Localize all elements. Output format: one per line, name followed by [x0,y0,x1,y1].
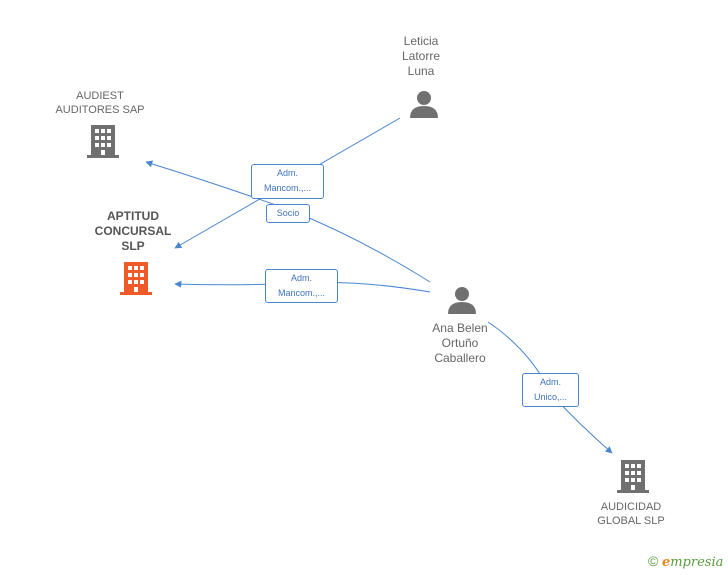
copyright-symbol: © [648,553,659,569]
company-node-aptitud[interactable] [119,261,153,295]
company-label-aptitud: APTITUD CONCURSAL SLP [94,209,172,253]
company-node-audiest[interactable] [86,124,120,158]
building-icon [87,125,119,158]
person-label-ana: Ana Belen Ortuño Caballero [432,321,488,365]
edge-label-ana-aptitud[interactable]: Adm. Mancom.,... [265,269,338,303]
edge-label-ana-audiest[interactable]: Socio [266,204,310,223]
edge-label-leticia-aptitud[interactable]: Adm. Mancom.,... [251,164,324,199]
brand-name: mpresia [670,555,724,570]
company-label-audicidad: AUDICIDAD GLOBAL SLP [597,501,665,527]
company-node-audicidad[interactable] [616,459,650,493]
company-label-audiest: AUDIEST AUDITORES SAP [55,90,145,116]
building-icon [617,460,649,493]
person-label-leticia: Leticia Latorre Luna [401,34,441,78]
person-node-leticia[interactable] [408,88,440,120]
person-node-ana[interactable] [446,284,478,316]
building-icon [120,262,152,295]
person-icon [410,91,438,118]
edge-label-ana-audicidad[interactable]: Adm. Unico,... [522,373,579,407]
person-icon [448,287,476,314]
empresia-logo: © empresia [648,553,723,570]
brand-first-letter: e [661,555,671,570]
